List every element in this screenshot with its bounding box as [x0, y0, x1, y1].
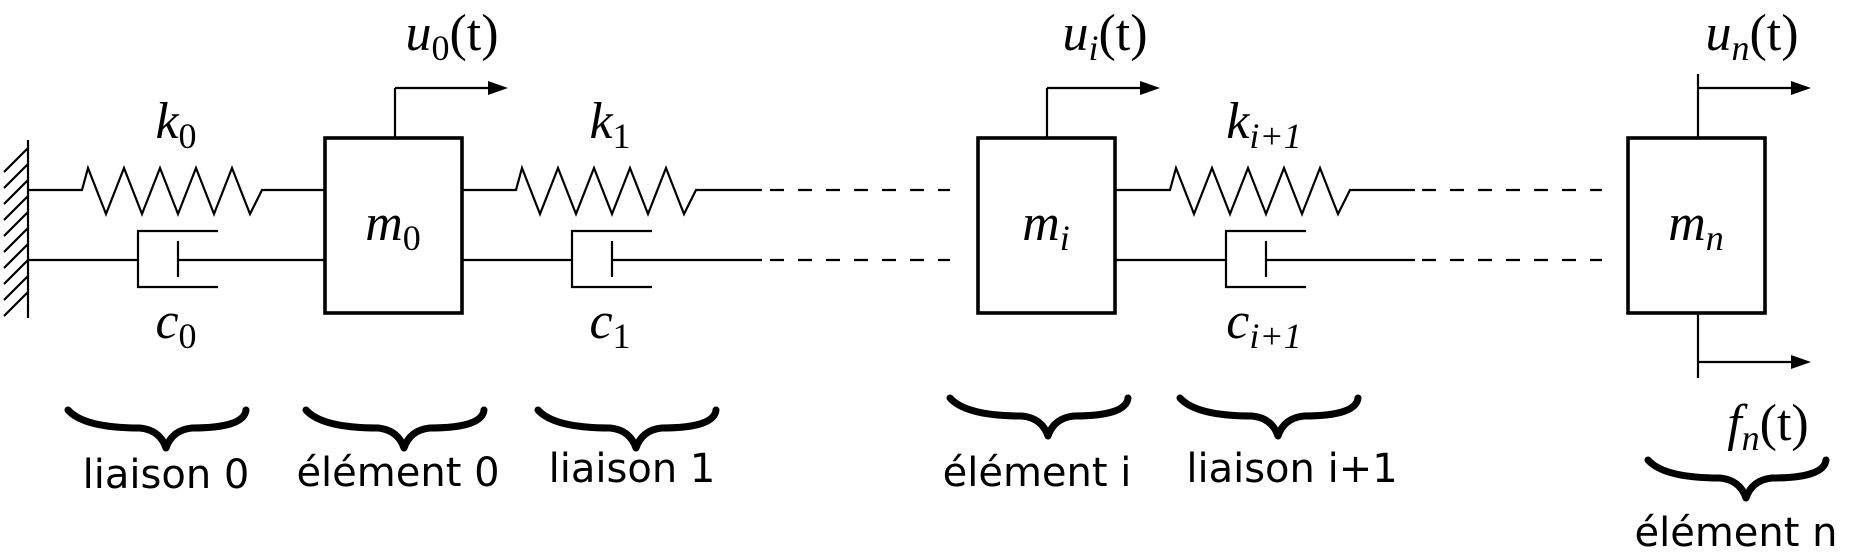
damper-label-c1: c1 — [589, 293, 630, 356]
group-label-element-0: élément 0 — [296, 450, 499, 496]
damper-c0 — [28, 229, 325, 289]
group-label-liaison-0: liaison 0 — [83, 452, 250, 498]
group-label-liaison-1: liaison 1 — [549, 446, 716, 492]
damper-label-c0: c0 — [155, 293, 196, 356]
spring-label-k0: k0 — [155, 93, 196, 156]
mass-label-mn: mn — [1668, 195, 1724, 258]
displacement-label-u0: u0(t) — [405, 5, 498, 68]
brace-element-0 — [302, 406, 488, 452]
fixed-wall — [3, 140, 30, 318]
mass-mn — [1626, 136, 1767, 315]
damper-label-c-i-plus-1: ci+1 — [1226, 293, 1301, 356]
group-label-element-n: élément n — [1634, 510, 1837, 553]
spring-k0 — [28, 164, 325, 218]
mass-label-m0: m0 — [365, 195, 421, 258]
displacement-label-ui: ui(t) — [1062, 5, 1147, 68]
mass-label-mi: mi — [1022, 195, 1070, 258]
brace-element-n — [1644, 456, 1830, 502]
arrow-un — [1696, 74, 1811, 138]
brace-liaison-1 — [534, 406, 720, 452]
arrow-u0 — [393, 81, 508, 138]
brace-element-i — [946, 394, 1132, 440]
group-label-element-i: élément i — [943, 450, 1132, 496]
brace-liaison-0 — [64, 406, 250, 452]
damper-c-i-plus-1 — [1115, 229, 1415, 289]
arrow-ui — [1045, 81, 1160, 138]
arrow-fn — [1696, 313, 1811, 378]
brace-liaison-i-plus-1 — [1176, 394, 1362, 440]
force-label-fn: fn(t) — [1727, 395, 1809, 458]
damper-c1 — [462, 229, 762, 289]
mass-m0 — [323, 136, 464, 315]
group-label-liaison-i-plus-1: liaison i+1 — [1186, 446, 1397, 492]
spring-label-k1: k1 — [589, 93, 630, 156]
spring-label-k-i-plus-1: ki+1 — [1226, 93, 1301, 156]
spring-k-i-plus-1 — [1115, 164, 1415, 218]
displacement-label-un: un(t) — [1705, 5, 1798, 68]
spring-k1 — [462, 164, 762, 218]
